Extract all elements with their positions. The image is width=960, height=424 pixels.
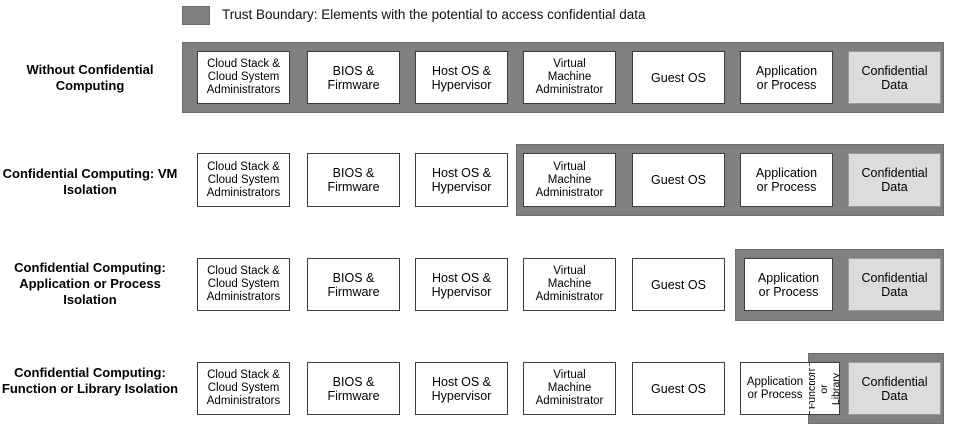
row-label: Confidential Computing: Function or Libr…	[1, 365, 179, 396]
box-cloud-stack-admins: Cloud Stack & Cloud System Administrator…	[197, 51, 290, 104]
box-cloud-stack-admins: Cloud Stack & Cloud System Administrator…	[197, 362, 290, 415]
box-host-os-hypervisor: Host OS & Hypervisor	[415, 153, 508, 207]
box-confidential-data: Confidential Data	[848, 51, 941, 104]
box-application-or-process: Application or Process	[744, 258, 833, 311]
box-guest-os: Guest OS	[632, 51, 725, 104]
box-confidential-data: Confidential Data	[848, 153, 941, 207]
box-confidential-data: Confidential Data	[848, 362, 941, 415]
box-host-os-hypervisor: Host OS & Hypervisor	[415, 362, 508, 415]
box-function-or-library-label: Function or Library	[810, 368, 839, 409]
row-label: Without Confidential Computing	[26, 62, 154, 93]
box-confidential-data: Confidential Data	[848, 258, 941, 311]
box-guest-os: Guest OS	[632, 153, 725, 207]
box-bios-firmware: BIOS & Firmware	[307, 258, 400, 311]
box-vm-administrator: Virtual Machine Administrator	[523, 153, 616, 207]
row-label: Confidential Computing: Application or P…	[14, 260, 166, 307]
box-application-or-process: Application or Process	[740, 153, 833, 207]
box-vm-administrator: Virtual Machine Administrator	[523, 362, 616, 415]
box-function-or-library: Function or Library	[810, 363, 839, 414]
box-cloud-stack-admins: Cloud Stack & Cloud System Administrator…	[197, 153, 290, 207]
box-vm-administrator: Virtual Machine Administrator	[523, 51, 616, 104]
legend: Trust Boundary: Elements with the potent…	[182, 4, 645, 26]
box-bios-firmware: BIOS & Firmware	[307, 153, 400, 207]
legend-label: Trust Boundary: Elements with the potent…	[222, 7, 646, 22]
box-guest-os: Guest OS	[632, 258, 725, 311]
box-host-os-hypervisor: Host OS & Hypervisor	[415, 258, 508, 311]
box-bios-firmware: BIOS & Firmware	[307, 362, 400, 415]
box-cloud-stack-admins: Cloud Stack & Cloud System Administrator…	[197, 258, 290, 311]
box-host-os-hypervisor: Host OS & Hypervisor	[415, 51, 508, 104]
box-application-process-with-function-library: Application or Process Function or Libra…	[740, 362, 840, 415]
box-vm-administrator: Virtual Machine Administrator	[523, 258, 616, 311]
box-application-or-process: Application or Process	[740, 51, 833, 104]
box-guest-os: Guest OS	[632, 362, 725, 415]
split-divider	[809, 363, 810, 414]
row-label: Confidential Computing: VM Isolation	[2, 166, 178, 197]
box-bios-firmware: BIOS & Firmware	[307, 51, 400, 104]
box-application-or-process-label: Application or Process	[746, 375, 804, 401]
trust-boundary-swatch-icon	[182, 5, 210, 25]
